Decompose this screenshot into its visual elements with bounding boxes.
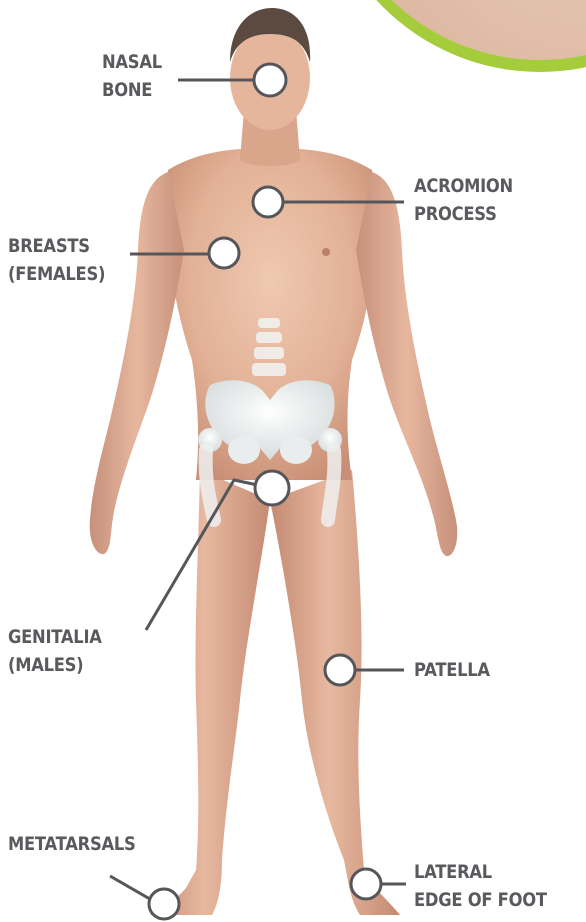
acromion-process-marker <box>253 187 283 217</box>
breasts-marker <box>209 238 239 268</box>
genitalia-marker <box>255 471 289 505</box>
human-body <box>90 8 458 915</box>
label-metatarsals: METATARSALS <box>8 830 136 858</box>
label-patella: PATELLA <box>414 656 490 684</box>
nasal-bone-marker <box>254 64 286 96</box>
label-line: PATELLA <box>414 656 490 684</box>
label-line: BREASTS <box>8 232 105 260</box>
label-genitalia: GENITALIA (MALES) <box>8 623 102 679</box>
label-line: EDGE OF FOOT <box>414 886 547 914</box>
label-line: GENITALIA <box>8 623 102 651</box>
metatarsals-marker <box>149 889 179 919</box>
label-line: ACROMION <box>414 172 513 200</box>
inset-circle <box>318 0 586 72</box>
label-line: LATERAL <box>414 858 547 886</box>
label-line: BONE <box>102 76 162 104</box>
label-nasal-bone: NASAL BONE <box>102 48 162 104</box>
label-line: (FEMALES) <box>8 260 105 288</box>
label-line: (MALES) <box>8 651 102 679</box>
label-lateral-edge-of-foot: LATERAL EDGE OF FOOT <box>414 858 547 914</box>
label-acromion-process: ACROMION PROCESS <box>414 172 513 228</box>
patella-marker <box>325 655 355 685</box>
label-line: NASAL <box>102 48 162 76</box>
lateral-foot-marker <box>351 869 381 899</box>
label-line: METATARSALS <box>8 830 136 858</box>
label-breasts: BREASTS (FEMALES) <box>8 232 105 288</box>
label-line: PROCESS <box>414 200 513 228</box>
